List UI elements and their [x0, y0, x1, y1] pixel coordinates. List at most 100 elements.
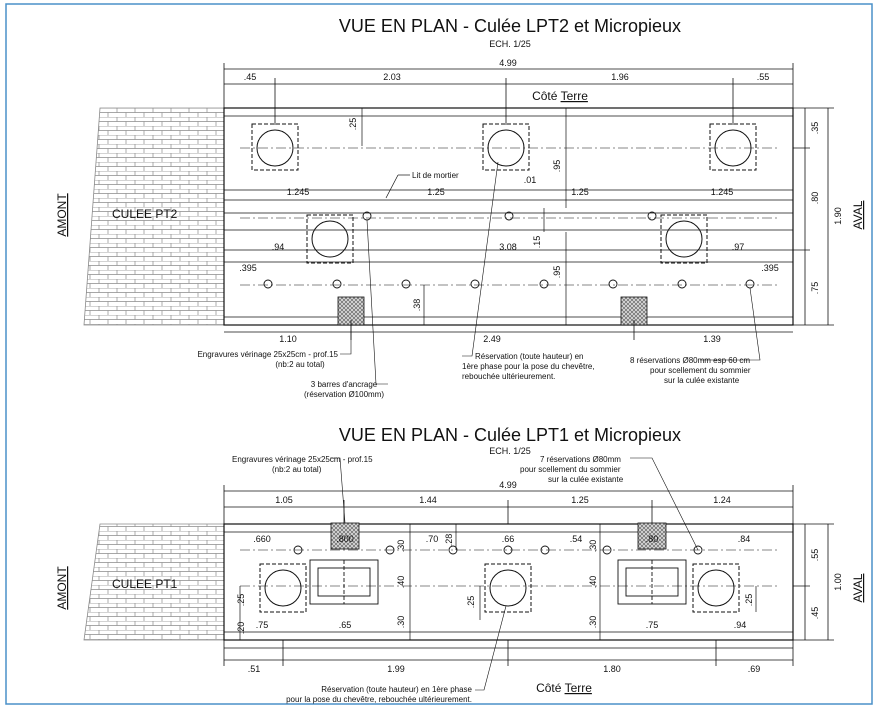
bottom-axis-lines — [240, 549, 780, 587]
top-bdim-2: 2.49 — [483, 334, 501, 344]
top-lit-mortier: Lit de mortier — [412, 171, 459, 180]
bottom-reserv-note-1: Réservation (toute hauteur) en 1ère phas… — [321, 685, 472, 694]
top-res8-note-2: pour scellement du sommier — [650, 366, 751, 375]
top-row2-dim-1: .395 — [239, 263, 257, 273]
bottom-engravure-2 — [637, 522, 667, 550]
bottom-ldim-4: .94 — [734, 620, 747, 630]
bottom-seg-dims — [224, 500, 793, 524]
top-vdim-95a: .95 — [552, 160, 562, 173]
bottom-vdim-lines — [239, 524, 757, 640]
top-scale: ECH. 1/25 — [489, 39, 531, 49]
bottom-title: VUE EN PLAN - Culée LPT1 et Micropieux — [339, 425, 681, 445]
bottom-ldim-3: .75 — [646, 620, 659, 630]
bottom-v30b: .30 — [588, 540, 598, 553]
top-dim-4: .55 — [757, 72, 770, 82]
bottom-slab-lines — [224, 531, 793, 633]
bottom-slab — [223, 523, 794, 641]
top-row2-dim-2: .395 — [761, 263, 779, 273]
top-vdim-95b: .95 — [552, 266, 562, 279]
top-culee-label: CULEE PT2 — [112, 207, 178, 221]
top-title: VUE EN PLAN - Culée LPT2 et Micropieux — [339, 16, 681, 36]
top-piles-middle — [306, 214, 708, 264]
bottom-idim-7: .84 — [738, 534, 751, 544]
top-piles-upper — [251, 123, 757, 171]
top-reservations-low — [263, 279, 755, 289]
top-view: VUE EN PLAN - Culée LPT2 et Micropieux E… — [55, 16, 865, 399]
top-bdim-3: 1.39 — [703, 334, 721, 344]
bottom-piles — [259, 563, 740, 613]
bottom-right-dims — [793, 523, 834, 641]
top-mid-dim-1: .94 — [272, 242, 285, 252]
top-row1-dim-4: 1.245 — [711, 187, 734, 197]
top-side-label: Côté Terre — [532, 89, 588, 103]
bottom-reserv-note-2: pour la pose du chevêtre, rebouchée ulté… — [286, 695, 472, 704]
top-engravures-note-1: Engravures vérinage 25x25cm - prof.15 — [197, 350, 338, 359]
bottom-v40a: .40 — [396, 576, 406, 589]
bottom-bdim-1: .51 — [248, 664, 261, 674]
top-vdim-15: .15 — [532, 236, 542, 249]
top-total-width: 4.99 — [499, 58, 517, 68]
top-seg-dims — [224, 78, 793, 125]
top-vdim-38: .38 — [412, 299, 422, 312]
bottom-v25a: .25 — [236, 594, 246, 607]
top-amont-label: AMONT — [55, 193, 69, 237]
bottom-r55: .55 — [810, 549, 820, 562]
bottom-amont-label: AMONT — [55, 566, 69, 610]
bottom-dim-1: 1.05 — [275, 495, 293, 505]
top-total-dim — [223, 63, 794, 110]
top-reserv-note-2: 1ère phase pour la pose du chevêtre, — [462, 362, 595, 371]
top-vdim-01: .01 — [524, 175, 537, 185]
bottom-bdim-2: 1.99 — [387, 664, 405, 674]
top-dim-2: 2.03 — [383, 72, 401, 82]
top-lit-leader — [385, 174, 399, 199]
top-mid-dim-2: 3.08 — [499, 242, 517, 252]
bottom-v30d: .30 — [588, 616, 598, 629]
sheet-border — [5, 3, 873, 705]
bottom-dim-3: 1.25 — [571, 495, 589, 505]
bottom-engravures-note-1: Engravures vérinage 25x25cm - prof.15 — [232, 455, 373, 464]
top-vdim-25: .25 — [348, 118, 358, 131]
bottom-idim-2: .800 — [336, 534, 354, 544]
top-reserv-note-1: Réservation (toute hauteur) en — [475, 352, 584, 361]
bottom-idim-6: .80 — [646, 534, 659, 544]
bottom-aval-label: AVAL — [851, 573, 865, 602]
bottom-idim-1: .660 — [253, 534, 271, 544]
top-res8-note-3: sur la culée existante — [664, 376, 740, 385]
bottom-engravures-note-2: (nb:2 au total) — [272, 465, 322, 474]
bottom-res7-note-2: pour scellement du sommier — [520, 465, 621, 474]
top-row1-dim-3: 1.25 — [571, 187, 589, 197]
top-reservations-mid — [362, 211, 657, 221]
bottom-bdim-3: 1.80 — [603, 664, 621, 674]
top-row1-dim-2: 1.25 — [427, 187, 445, 197]
bottom-res7-note-3: sur la culée existante — [548, 475, 624, 484]
bottom-culee-label: CULEE PT1 — [112, 577, 178, 591]
top-axis-lines — [240, 147, 780, 286]
bottom-ldim-2: .65 — [339, 620, 352, 630]
bottom-idim-3: .70 — [426, 534, 439, 544]
top-row1-dim-1: 1.245 — [287, 187, 310, 197]
bottom-idim-4: .66 — [502, 534, 515, 544]
top-leaders — [340, 161, 761, 385]
bottom-res7-note-1: 7 réservations Ø80mm — [540, 455, 621, 464]
top-barres-note-1: 3 barres d'ancrage — [311, 380, 378, 389]
bottom-r100: 1.00 — [833, 573, 843, 591]
bottom-dim-4: 1.24 — [713, 495, 731, 505]
bottom-v25c: .25 — [744, 594, 754, 607]
bottom-total-dim — [223, 485, 794, 524]
bottom-side-label: Côté Terre — [536, 681, 592, 695]
top-right-dims — [793, 107, 834, 326]
bottom-v25b: .25 — [466, 596, 476, 609]
bottom-r45: .45 — [810, 607, 820, 620]
bottom-top-leaders — [330, 457, 699, 551]
top-dim-3: 1.96 — [611, 72, 629, 82]
bottom-v30c: .30 — [396, 616, 406, 629]
top-mid-dim-3: .97 — [732, 242, 745, 252]
top-rdim-80: .80 — [810, 192, 820, 205]
top-rdim-75: .75 — [810, 282, 820, 295]
top-vert-dim-lines — [361, 108, 567, 325]
top-rdim-35: .35 — [810, 122, 820, 135]
bottom-bottom-dims — [223, 640, 794, 666]
top-aval-label: AVAL — [851, 200, 865, 229]
bottom-ldim-1: .75 — [256, 620, 269, 630]
top-slab — [223, 107, 794, 326]
